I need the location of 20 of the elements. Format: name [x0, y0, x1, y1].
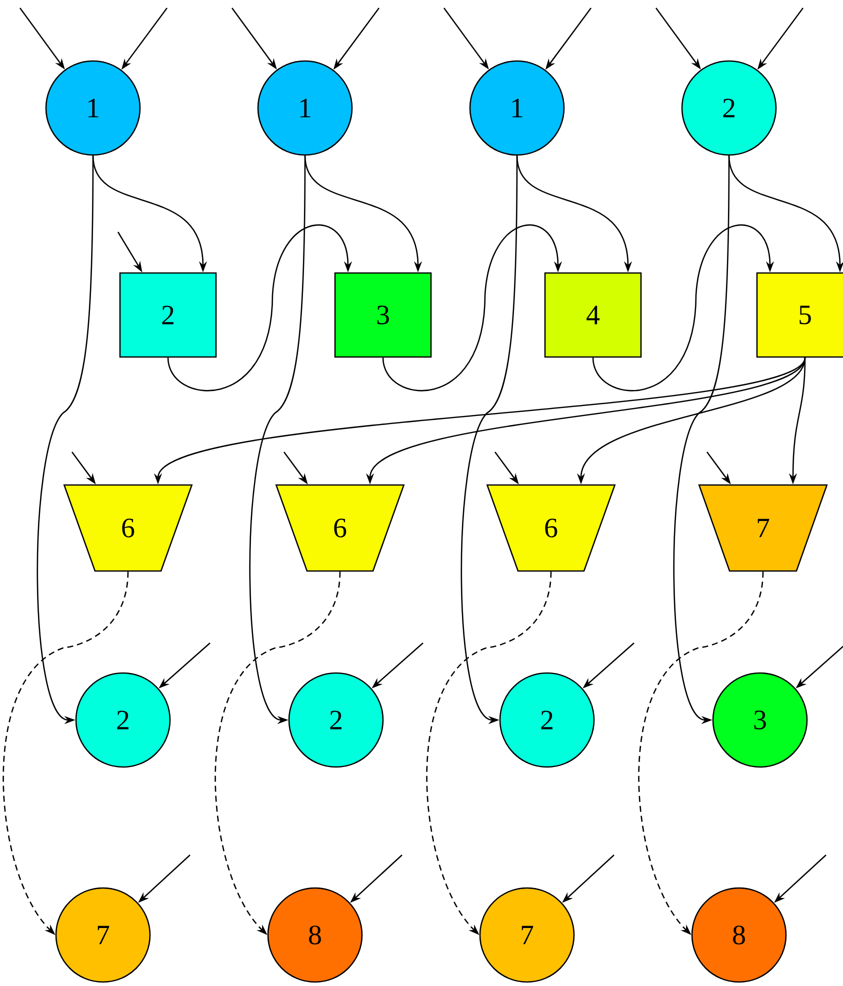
circle-node: 7	[479, 887, 575, 983]
arrow	[382, 224, 562, 392]
circle-node: 2	[499, 672, 595, 768]
arrow	[167, 224, 352, 392]
circle-node: 2	[288, 672, 384, 768]
arrow	[592, 224, 774, 392]
circle-node: 1	[45, 60, 141, 156]
circle-node: 3	[712, 672, 808, 768]
circle-node: 7	[55, 887, 151, 983]
circle-node: 8	[691, 887, 787, 983]
square-node: 5	[756, 272, 843, 358]
circle-node: 2	[75, 672, 171, 768]
circle-node: 1	[257, 60, 353, 156]
circle-node: 8	[267, 887, 363, 983]
trapezoid-node: 7	[698, 484, 828, 572]
square-node: 3	[334, 272, 432, 358]
circle-node: 2	[681, 60, 777, 156]
square-node: 2	[119, 272, 217, 358]
square-node: 4	[544, 272, 642, 358]
circle-node: 1	[469, 60, 565, 156]
